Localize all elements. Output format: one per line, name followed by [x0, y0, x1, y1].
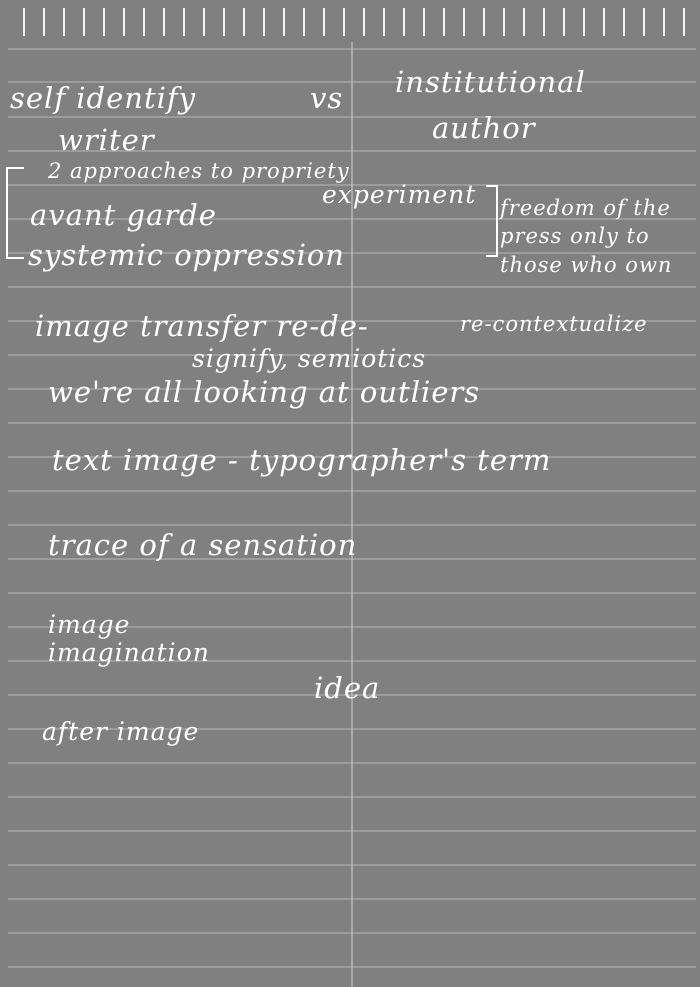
self-identify-text: self identify [10, 81, 196, 115]
after-image-text: after image [42, 717, 200, 746]
writer-text: writer [58, 123, 155, 157]
institutional-text: institutional [395, 65, 586, 99]
avant-garde-text: avant garde [30, 198, 217, 232]
idea-text: idea [314, 671, 381, 705]
image-text: image [48, 610, 131, 639]
outliers-text: we're all looking at outliers [48, 375, 481, 409]
rule-lines [8, 42, 696, 987]
signify-semiotics-text: signify, semiotics [192, 344, 427, 373]
systemic-oppression-text: systemic oppression [28, 238, 345, 272]
imagination-text: imagination [48, 638, 210, 667]
spiral-binding [23, 8, 685, 36]
right-bracket [486, 185, 498, 257]
typographer-text: text image - typographer's term [52, 443, 552, 477]
vs-text: vs [310, 81, 344, 115]
approaches-text: 2 approaches to propriety [48, 159, 350, 183]
image-transfer-text: image transfer re-de- [35, 309, 369, 343]
author-text: author [432, 111, 536, 145]
freedom-press-text: freedom of the press only to those who o… [500, 196, 673, 277]
left-bracket [6, 167, 24, 259]
experiment-text: experiment [322, 180, 477, 209]
trace-sensation-text: trace of a sensation [48, 528, 358, 562]
recontextualize-text: re-contextualize [460, 312, 648, 336]
